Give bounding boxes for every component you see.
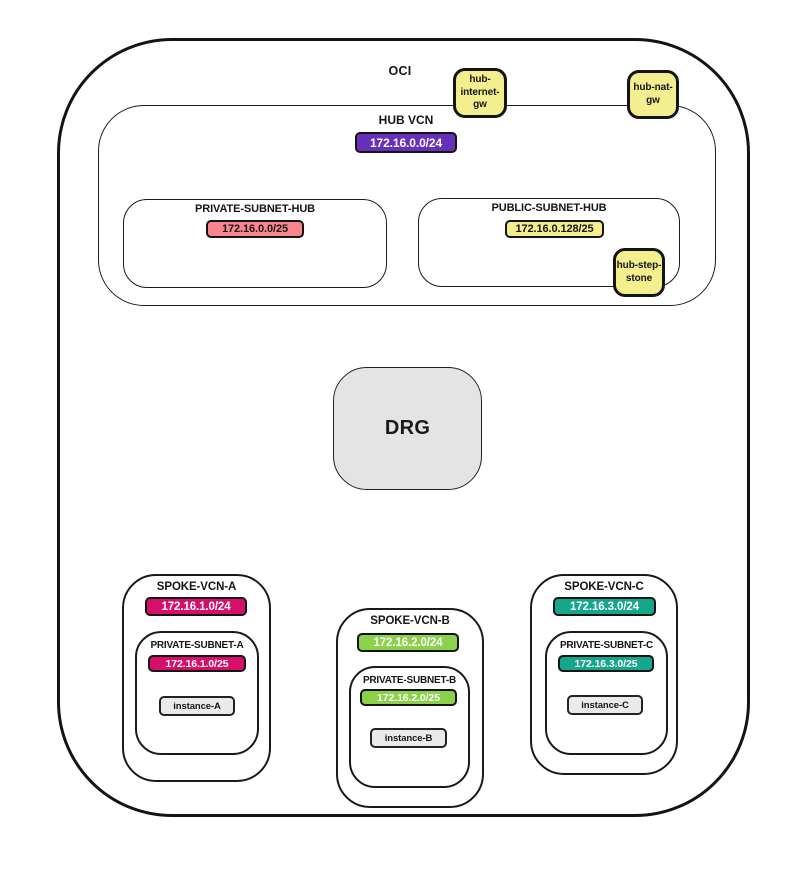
public-subnet-hub-cidr-badge: 172.16.0.128/25 — [505, 220, 604, 238]
private-subnet-b-box — [349, 666, 470, 788]
spoke-vcn-b-cidr-badge: 172.16.2.0/24 — [357, 633, 459, 652]
private-subnet-hub-box — [123, 199, 387, 288]
public-subnet-hub-box — [418, 198, 680, 287]
private-subnet-hub-cidr-badge: 172.16.0.0/25 — [206, 220, 304, 238]
private-subnet-b-cidr-badge: 172.16.2.0/25 — [360, 689, 457, 706]
instance-c-node: instance-C — [567, 695, 643, 715]
spoke-vcn-c-label: SPOKE-VCN-C — [564, 581, 644, 593]
private-subnet-b-label: PRIVATE-SUBNET-B — [362, 675, 457, 686]
private-subnet-c-box — [545, 631, 668, 755]
private-subnet-a-label: PRIVATE-SUBNET-A — [150, 640, 244, 651]
hub-nat-gateway-node: hub-nat- gw — [627, 70, 679, 119]
instance-a-node: instance-A — [159, 696, 235, 716]
private-subnet-hub-label: PRIVATE-SUBNET-HUB — [194, 203, 316, 215]
oci-boundary-box — [57, 38, 750, 817]
hub-vcn-cidr-badge: 172.16.0.0/24 — [355, 132, 457, 153]
spoke-vcn-b-box — [336, 608, 484, 808]
spoke-vcn-c-cidr-badge: 172.16.3.0/24 — [553, 597, 656, 616]
drg-node: DRG — [333, 367, 482, 490]
instance-b-node: instance-B — [370, 728, 447, 748]
private-subnet-c-label: PRIVATE-SUBNET-C — [559, 640, 654, 651]
private-subnet-a-box — [135, 631, 259, 755]
spoke-vcn-a-cidr-badge: 172.16.1.0/24 — [145, 597, 247, 616]
hub-internet-gateway-node: hub- internet- gw — [453, 68, 507, 118]
hub-stepstone-node: hub-step- stone — [613, 248, 665, 297]
spoke-vcn-c-box — [530, 574, 678, 775]
spoke-vcn-a-box — [122, 574, 271, 782]
private-subnet-a-cidr-badge: 172.16.1.0/25 — [148, 655, 246, 672]
spoke-vcn-a-label: SPOKE-VCN-A — [156, 581, 237, 593]
spoke-vcn-b-label: SPOKE-VCN-B — [370, 615, 450, 627]
oci-label: OCI — [388, 64, 412, 78]
public-subnet-hub-label: PUBLIC-SUBNET-HUB — [491, 202, 607, 214]
hub-vcn-label: HUB VCN — [378, 113, 434, 127]
hub-vcn-box — [98, 105, 716, 306]
private-subnet-c-cidr-badge: 172.16.3.0/25 — [558, 655, 654, 672]
